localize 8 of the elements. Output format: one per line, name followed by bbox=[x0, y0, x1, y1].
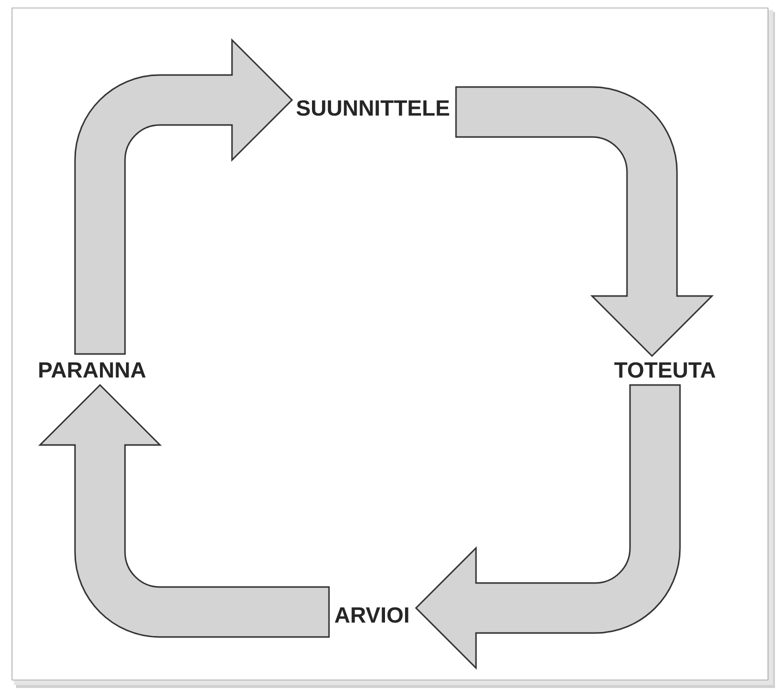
block-arrow bbox=[74, 39, 293, 355]
step-label: TOTEUTA bbox=[614, 362, 716, 378]
step-label: ARVIOI bbox=[334, 607, 408, 623]
block-arrow bbox=[39, 384, 330, 638]
block-arrow bbox=[455, 86, 713, 357]
step-label: PARANNA bbox=[39, 362, 146, 378]
block-arrow bbox=[415, 384, 681, 669]
step-label: SUUNNITTELE bbox=[296, 100, 450, 116]
